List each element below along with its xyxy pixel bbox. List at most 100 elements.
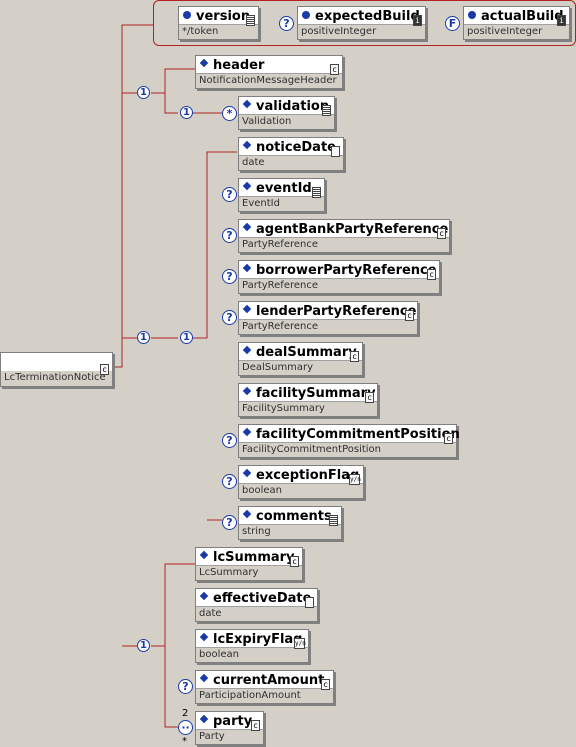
- attribute-expectedBuild[interactable]: expectedBuild positiveInteger i: [297, 6, 426, 40]
- element-icon: [242, 263, 252, 273]
- sequence-marker-icon: 1: [180, 106, 193, 119]
- element-icon: [242, 222, 252, 232]
- root-element[interactable]: LcTerminationNotice c: [0, 352, 113, 387]
- node-name: dealSummary: [256, 345, 357, 360]
- complex-type-icon: c: [251, 720, 260, 731]
- complex-type-icon: c: [330, 64, 339, 75]
- node-type: boolean: [196, 647, 308, 662]
- node-type: date: [239, 155, 343, 170]
- node-name: party: [213, 714, 253, 729]
- element-icon: [242, 386, 252, 396]
- optional-marker-icon: ?: [178, 679, 193, 694]
- element-icon: [199, 632, 209, 642]
- optional-marker-icon: ?: [222, 269, 237, 284]
- node-type: ParticipationAmount: [196, 688, 333, 703]
- node-type: FacilitySummary: [239, 401, 377, 416]
- element-eventId[interactable]: eventId EventId: [238, 178, 325, 212]
- complex-type-icon: c: [100, 364, 109, 375]
- attribute-actualBuild[interactable]: actualBuild positiveInteger i: [463, 6, 570, 40]
- node-name: agentBankPartyReference: [256, 222, 449, 237]
- attribute-icon: [183, 11, 191, 19]
- element-icon: [242, 468, 252, 478]
- element-currentAmount[interactable]: currentAmount ParticipationAmount c: [195, 670, 334, 704]
- node-name: lcExpiryFlag: [213, 632, 303, 647]
- node-type: positiveInteger: [464, 24, 569, 39]
- element-icon: [242, 509, 252, 519]
- fixed-marker-icon: F: [445, 16, 460, 31]
- element-header[interactable]: header NotificationMessageHeader c: [195, 55, 343, 89]
- complex-type-icon: c: [365, 392, 374, 403]
- min-occurs-label: 2: [182, 708, 189, 719]
- node-type: */token: [179, 24, 258, 39]
- node-name: exceptionFlag: [256, 468, 360, 483]
- info-icon: i: [557, 15, 566, 26]
- node-name: expectedBuild: [315, 9, 420, 24]
- optional-marker-icon: ?: [222, 187, 237, 202]
- element-icon: [199, 58, 209, 68]
- node-type: FacilityCommitmentPosition: [239, 442, 456, 457]
- attribute-icon: [302, 11, 310, 19]
- node-name: facilityCommitmentPosition: [256, 427, 460, 442]
- element-icon: [242, 181, 252, 191]
- element-icon: [199, 591, 209, 601]
- optional-marker-icon: ?: [222, 310, 237, 325]
- boolean-icon: y/n: [349, 474, 361, 485]
- element-borrowerPartyReference[interactable]: borrowerPartyReference PartyReference c: [238, 260, 440, 294]
- lines-icon: [329, 515, 338, 526]
- complex-type-icon: c: [437, 228, 446, 239]
- max-occurs-label: *: [182, 736, 187, 747]
- node-name: effectiveDate: [213, 591, 312, 606]
- node-type: Party: [196, 729, 263, 744]
- grid-icon: [305, 597, 314, 608]
- element-comments[interactable]: comments string: [238, 506, 342, 540]
- node-type: NotificationMessageHeader: [196, 73, 342, 88]
- element-effectiveDate[interactable]: effectiveDate date: [195, 588, 318, 622]
- element-party[interactable]: party Party c: [195, 711, 264, 745]
- optional-marker-icon: ?: [222, 474, 237, 489]
- element-agentBankPartyReference[interactable]: agentBankPartyReference PartyReference c: [238, 219, 450, 253]
- repeat-marker-icon: *: [222, 106, 237, 121]
- info-icon: i: [413, 15, 422, 26]
- node-type: positiveInteger: [298, 24, 425, 39]
- element-facilitySummary[interactable]: facilitySummary FacilitySummary c: [238, 383, 378, 417]
- element-lenderPartyReference[interactable]: lenderPartyReference PartyReference c: [238, 301, 418, 335]
- repeat-marker-icon: ··: [178, 720, 193, 735]
- node-name: borrowerPartyReference: [256, 263, 437, 278]
- node-type: date: [196, 606, 317, 621]
- element-lcExpiryFlag[interactable]: lcExpiryFlag boolean y/n: [195, 629, 309, 663]
- node-type: Validation: [239, 114, 334, 129]
- element-exceptionFlag[interactable]: exceptionFlag boolean y/n: [238, 465, 364, 499]
- element-icon: [242, 99, 252, 109]
- element-validation[interactable]: validation Validation: [238, 96, 335, 130]
- complex-type-icon: c: [350, 351, 359, 362]
- lines-icon: [246, 15, 255, 26]
- element-icon: [242, 140, 252, 150]
- complex-type-icon: c: [427, 269, 436, 280]
- attribute-version[interactable]: version */token: [178, 6, 259, 40]
- boolean-icon: y/n: [294, 638, 306, 649]
- choice-marker-icon: 1: [180, 331, 193, 344]
- complex-type-icon: c: [290, 556, 299, 567]
- element-dealSummary[interactable]: dealSummary DealSummary c: [238, 342, 363, 376]
- element-noticeDate[interactable]: noticeDate date: [238, 137, 344, 171]
- node-name: header: [213, 58, 265, 73]
- sequence-marker-icon: 1: [137, 86, 150, 99]
- node-name: facilitySummary: [256, 386, 376, 401]
- node-type: string: [239, 524, 341, 539]
- node-name: currentAmount: [213, 673, 325, 688]
- sequence-marker-icon: 1: [137, 639, 150, 652]
- root-name: LcTerminationNotice: [1, 371, 112, 386]
- lines-icon: [312, 187, 321, 198]
- optional-marker-icon: ?: [222, 228, 237, 243]
- element-icon: [199, 550, 209, 560]
- node-name: lcSummary: [213, 550, 295, 565]
- node-type: PartyReference: [239, 237, 449, 252]
- element-icon: [199, 673, 209, 683]
- node-type: PartyReference: [239, 278, 439, 293]
- element-lcSummary[interactable]: lcSummary LcSummary c: [195, 547, 303, 581]
- element-icon: [199, 714, 209, 724]
- element-icon: [242, 304, 252, 314]
- element-facilityCommitmentPosition[interactable]: facilityCommitmentPosition FacilityCommi…: [238, 424, 460, 458]
- element-icon: [242, 427, 252, 437]
